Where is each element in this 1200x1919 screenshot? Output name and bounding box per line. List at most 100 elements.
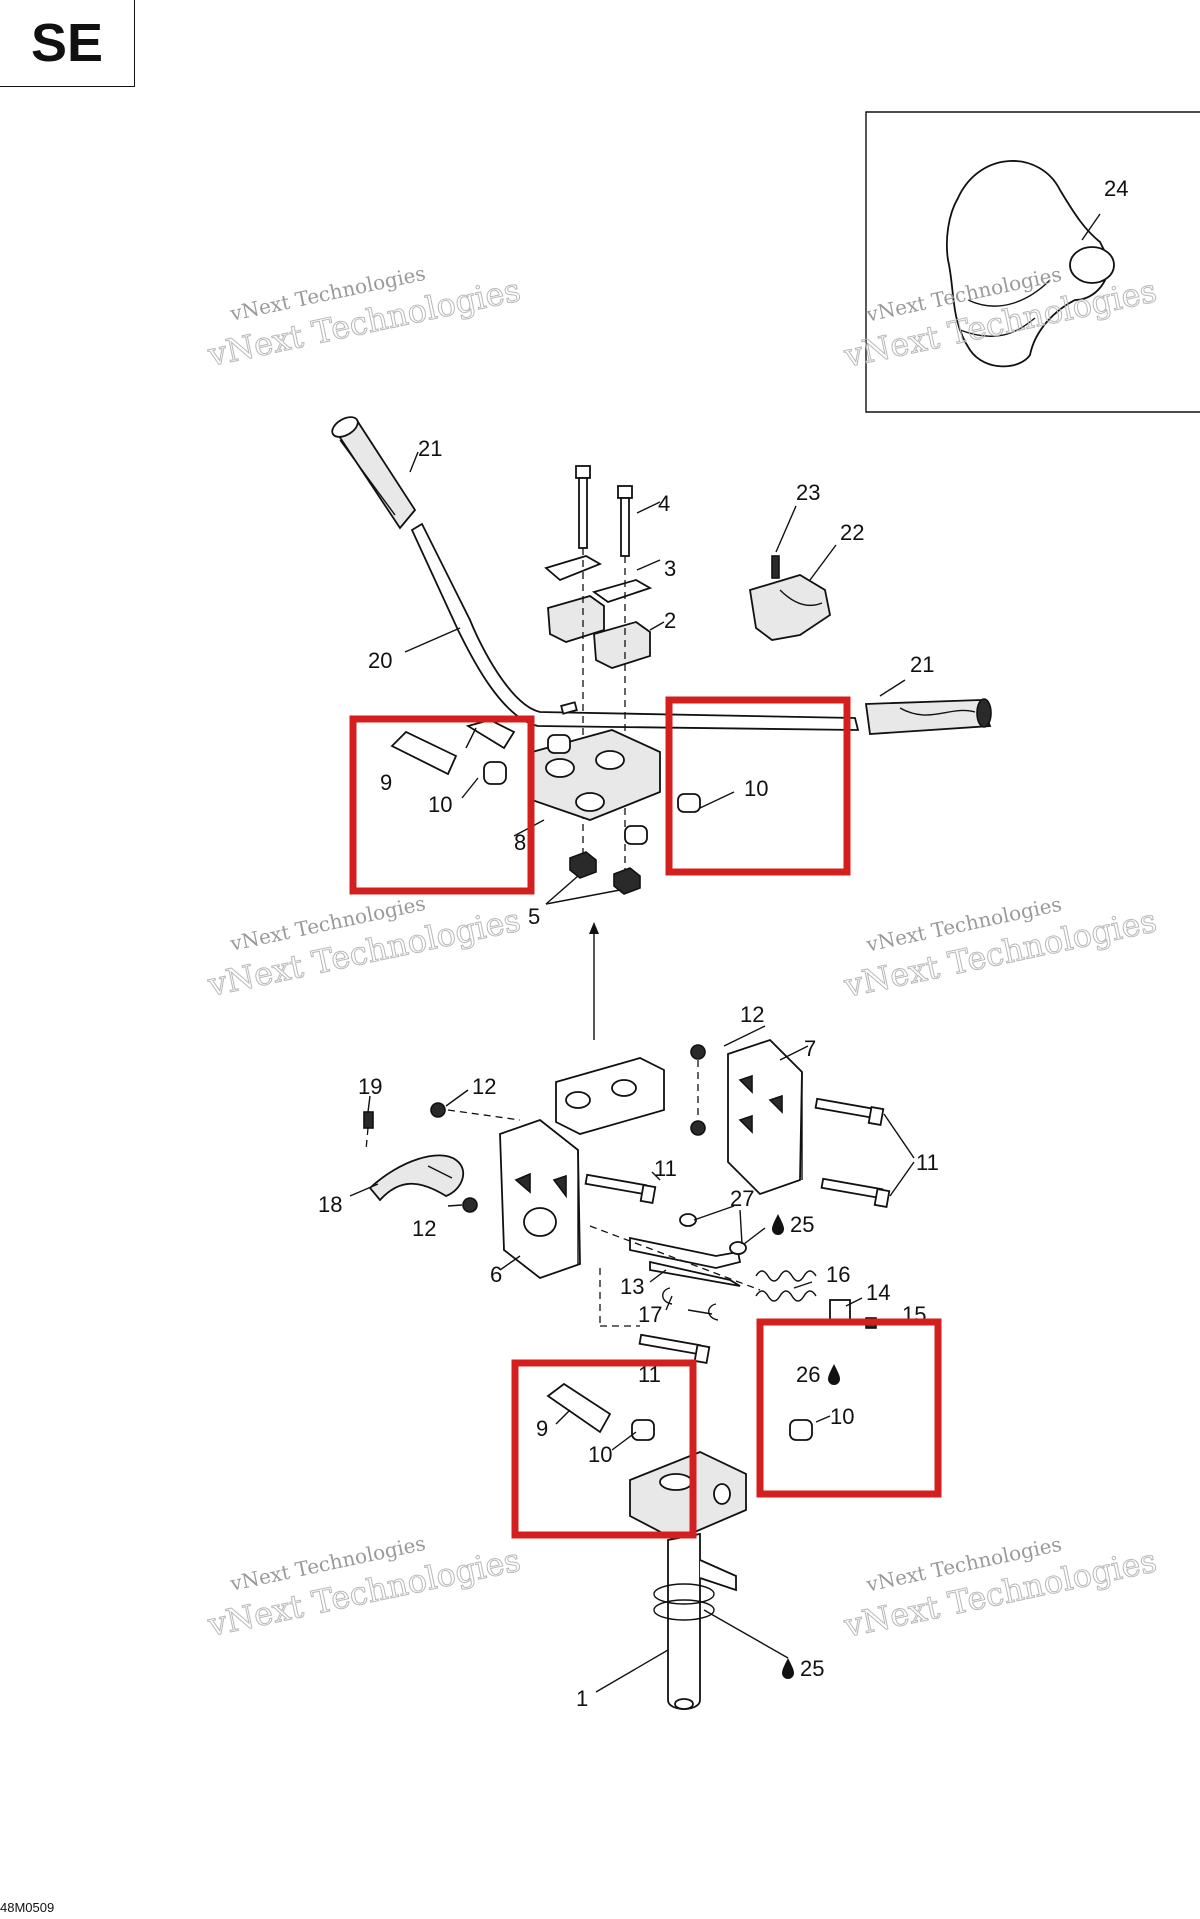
- drop-icon: [772, 1214, 784, 1235]
- part-19-screw: [363, 1111, 374, 1129]
- highlight-boxes: [349, 696, 942, 1539]
- callout-numbers: 24 21 4 23 22 3 2 20 21 9 10 10 8 5 12 7…: [318, 176, 1128, 1711]
- callout-14: 14: [866, 1280, 890, 1305]
- callout-22: 22: [840, 520, 864, 545]
- highlight-box-bottom-left: [511, 1359, 697, 1539]
- part-6-pivot-plate: [499, 1118, 581, 1280]
- part-17-circlip-b: [708, 1303, 719, 1321]
- callout-16: 16: [826, 1262, 850, 1287]
- part-21-grip-right: [864, 698, 992, 735]
- callout-10-top-left: 10: [428, 792, 452, 817]
- watermark-mid-right: vNext Technologies vNext Technologies: [840, 892, 1161, 1006]
- part-10-bushing-right: [789, 1419, 813, 1441]
- part-24-cover: [946, 160, 1115, 368]
- part-1-steering-column: [653, 1532, 737, 1710]
- callout-20: 20: [368, 648, 392, 673]
- steering-assembly: [363, 1038, 891, 1364]
- part-12-washer-a: [690, 1044, 706, 1060]
- drop-icon: [782, 1658, 794, 1679]
- callout-17: 17: [638, 1302, 662, 1327]
- callout-5: 5: [528, 904, 540, 929]
- callout-7: 7: [804, 1036, 816, 1061]
- part-17-circlip-a: [662, 1287, 673, 1305]
- callout-25-bottom: 25: [800, 1656, 824, 1681]
- watermark-top-left: vNext Technologies vNext Technologies: [203, 261, 524, 375]
- highlight-box-top-right: [665, 696, 851, 876]
- part-16-spring: [755, 1270, 817, 1302]
- callout-10-lower-right: 10: [830, 1404, 854, 1429]
- part-10-bushing-b: [483, 761, 507, 785]
- callout-12-left: 12: [472, 1074, 496, 1099]
- callout-8: 8: [514, 830, 526, 855]
- callout-24: 24: [1104, 176, 1128, 201]
- steering-column-assembly: [546, 1382, 813, 1710]
- part-2-clamp-b: [593, 621, 651, 669]
- part-12-washer-d: [462, 1197, 478, 1213]
- model-tag: SE: [0, 0, 135, 87]
- callout-19: 19: [358, 1074, 382, 1099]
- leader-lines: [349, 451, 915, 1693]
- part-11-bolt-lower: [638, 1333, 702, 1356]
- drawing-code: 48M0509: [0, 1900, 55, 1915]
- callout-25-top: 25: [790, 1212, 814, 1237]
- part-7-bracket: [727, 1038, 803, 1196]
- part-2-clamp-a: [547, 595, 605, 643]
- part-27-washer-b: [729, 1241, 747, 1255]
- callout-11-right: 11: [916, 1150, 939, 1175]
- highlight-box-top-left: [349, 715, 535, 895]
- callout-1: 1: [576, 1686, 588, 1711]
- part-3-plate-b: [591, 579, 653, 603]
- part-12-washer-b: [690, 1120, 706, 1136]
- handlebar-assembly: [331, 416, 992, 895]
- part-23-screw: [771, 555, 780, 579]
- callout-26: 26: [796, 1362, 820, 1387]
- callout-27: 27: [730, 1186, 754, 1211]
- callout-12-top: 12: [740, 1002, 764, 1027]
- part-12-washer-c: [430, 1102, 446, 1118]
- callout-4: 4: [658, 491, 670, 516]
- callout-11-lower: 11: [638, 1362, 661, 1387]
- part-11-bolt-mid: [584, 1173, 648, 1196]
- callout-10-top-right: 10: [744, 776, 768, 801]
- callout-21-left: 21: [418, 436, 442, 461]
- part-10-bushing-c: [624, 825, 648, 845]
- part-9-tube-upper: [465, 719, 516, 750]
- callout-18: 18: [318, 1192, 342, 1217]
- callout-11-mid: 11: [654, 1156, 677, 1181]
- callout-23: 23: [796, 480, 820, 505]
- callout-13: 13: [620, 1274, 644, 1299]
- callout-9-top: 9: [380, 770, 392, 795]
- callout-12-lower: 12: [412, 1216, 436, 1241]
- watermark-bottom-left: vNext Technologies vNext Technologies: [203, 1531, 524, 1645]
- part-21-grip-left: [331, 416, 417, 530]
- part-10-bushing-lower: [631, 1419, 655, 1441]
- callout-3: 3: [664, 556, 676, 581]
- part-3-plate-a: [544, 555, 603, 582]
- part-10-bushing-a: [547, 734, 571, 754]
- part-20-handlebar: [410, 522, 860, 731]
- callout-9-lower: 9: [536, 1416, 548, 1441]
- part-5-nut-b: [613, 867, 641, 895]
- callout-10-lower-left: 10: [588, 1442, 612, 1467]
- part-18-lever: [368, 1154, 465, 1202]
- part-22-cover: [748, 574, 832, 641]
- callout-6: 6: [490, 1262, 502, 1287]
- part-4-bolts: [575, 465, 633, 557]
- part-10-bushing-d: [677, 793, 701, 813]
- part-9-tube-lower: [546, 1382, 612, 1434]
- watermark-bottom-right: vNext Technologies vNext Technologies: [840, 1532, 1161, 1646]
- callout-21-right: 21: [910, 652, 934, 677]
- part-11-bolts-right: [814, 1097, 891, 1208]
- part-27-washer-a: [679, 1213, 697, 1227]
- part-9-tube-top: [390, 730, 458, 776]
- callout-2: 2: [664, 608, 676, 633]
- part-1-column-head: [629, 1451, 747, 1541]
- grease-drop-icons: [772, 1214, 840, 1679]
- part-5-nut-a: [569, 851, 597, 879]
- highlight-box-bottom-right: [756, 1318, 942, 1498]
- inset-detail: [865, 111, 1200, 413]
- drop-icon: [828, 1364, 840, 1385]
- part-13-rod: [629, 1236, 742, 1287]
